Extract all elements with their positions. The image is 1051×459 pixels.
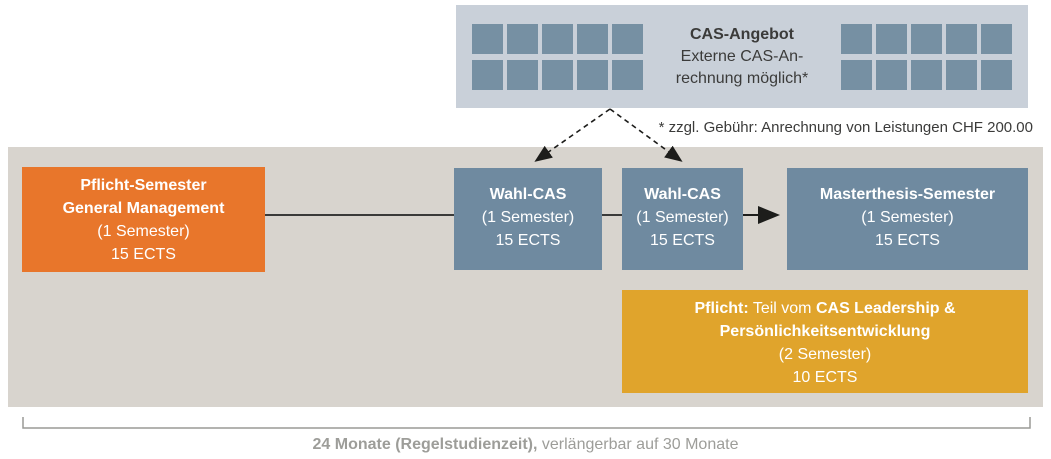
leadership-prefix-regular: Teil vom	[748, 300, 816, 317]
cas-square	[507, 23, 538, 54]
cas-square	[911, 59, 942, 90]
pflicht-semester-title-line2: General Management	[62, 200, 225, 217]
cas-square	[911, 23, 942, 54]
cas-square	[577, 59, 608, 90]
leadership-line1: Pflicht: Teil vom CAS Leadership &	[622, 297, 1028, 320]
wahl-cas-1-title: Wahl-CAS	[489, 186, 567, 203]
cas-square	[472, 23, 503, 54]
wahl-cas-2-title: Wahl-CAS	[644, 186, 721, 203]
cas-square	[841, 59, 872, 90]
masterthesis-duration: (1 Semester)	[861, 209, 954, 226]
cas-angebot-title: CAS-Angebot	[690, 25, 794, 43]
cas-square	[612, 59, 643, 90]
cas-square	[876, 59, 907, 90]
fee-footnote: * zzgl. Gebühr: Anrechnung von Leistunge…	[658, 119, 1033, 136]
cas-square	[612, 23, 643, 54]
cas-square	[981, 23, 1012, 54]
timeline-label-regular: verlängerbar auf 30 Monate	[537, 436, 739, 453]
cas-square	[472, 59, 503, 90]
cas-angebot-subtitle-line2: rechnung möglich*	[675, 69, 809, 87]
pflicht-semester-ects: 15 ECTS	[111, 246, 176, 263]
leadership-prefix-bold: Pflicht:	[694, 300, 749, 317]
pflicht-semester-title-line1: Pflicht-Semester	[80, 177, 207, 194]
cas-square	[876, 23, 907, 54]
wahl-cas-1-box: Wahl-CAS (1 Semester) 15 ECTS	[454, 168, 602, 270]
leadership-cas-box: Pflicht: Teil vom CAS Leadership & Persö…	[622, 290, 1028, 393]
cas-angebot-text: CAS-Angebot Externe CAS-An- rechnung mög…	[643, 24, 841, 90]
wahl-cas-2-ects: 15 ECTS	[650, 232, 715, 249]
cas-square	[542, 23, 573, 54]
timeline-bracket	[22, 417, 1031, 429]
timeline-label-bold: 24 Monate (Regelstudienzeit),	[312, 436, 538, 453]
cas-square	[507, 59, 538, 90]
wahl-cas-1-ects: 15 ECTS	[495, 232, 561, 249]
pflicht-semester-duration: (1 Semester)	[97, 223, 190, 240]
cas-angebot-box: CAS-Angebot Externe CAS-An- rechnung mög…	[456, 5, 1028, 108]
masterthesis-ects: 15 ECTS	[875, 232, 940, 249]
cas-grid-right	[841, 23, 1012, 90]
wahl-cas-2-box: Wahl-CAS (1 Semester) 15 ECTS	[622, 168, 743, 270]
cas-square	[577, 23, 608, 54]
masterthesis-box: Masterthesis-Semester (1 Semester) 15 EC…	[787, 168, 1028, 270]
leadership-ects: 10 ECTS	[792, 369, 858, 386]
cas-square	[946, 23, 977, 54]
cas-angebot-subtitle-line1: Externe CAS-An-	[680, 47, 804, 65]
leadership-title-bold-2: Persönlichkeitsentwicklung	[719, 323, 931, 340]
masterthesis-title: Masterthesis-Semester	[819, 186, 996, 203]
wahl-cas-1-duration: (1 Semester)	[481, 209, 575, 226]
wahl-cas-2-duration: (1 Semester)	[636, 209, 729, 226]
cas-square	[841, 23, 872, 54]
pflicht-semester-box: Pflicht-Semester General Management (1 S…	[22, 167, 265, 272]
leadership-title-bold-1: CAS Leadership &	[815, 300, 956, 317]
leadership-duration: (2 Semester)	[778, 346, 872, 363]
timeline-label: 24 Monate (Regelstudienzeit), verlängerb…	[8, 436, 1043, 454]
cas-square	[981, 59, 1012, 90]
cas-square	[946, 59, 977, 90]
cas-grid-left	[472, 23, 643, 90]
cas-square	[542, 59, 573, 90]
